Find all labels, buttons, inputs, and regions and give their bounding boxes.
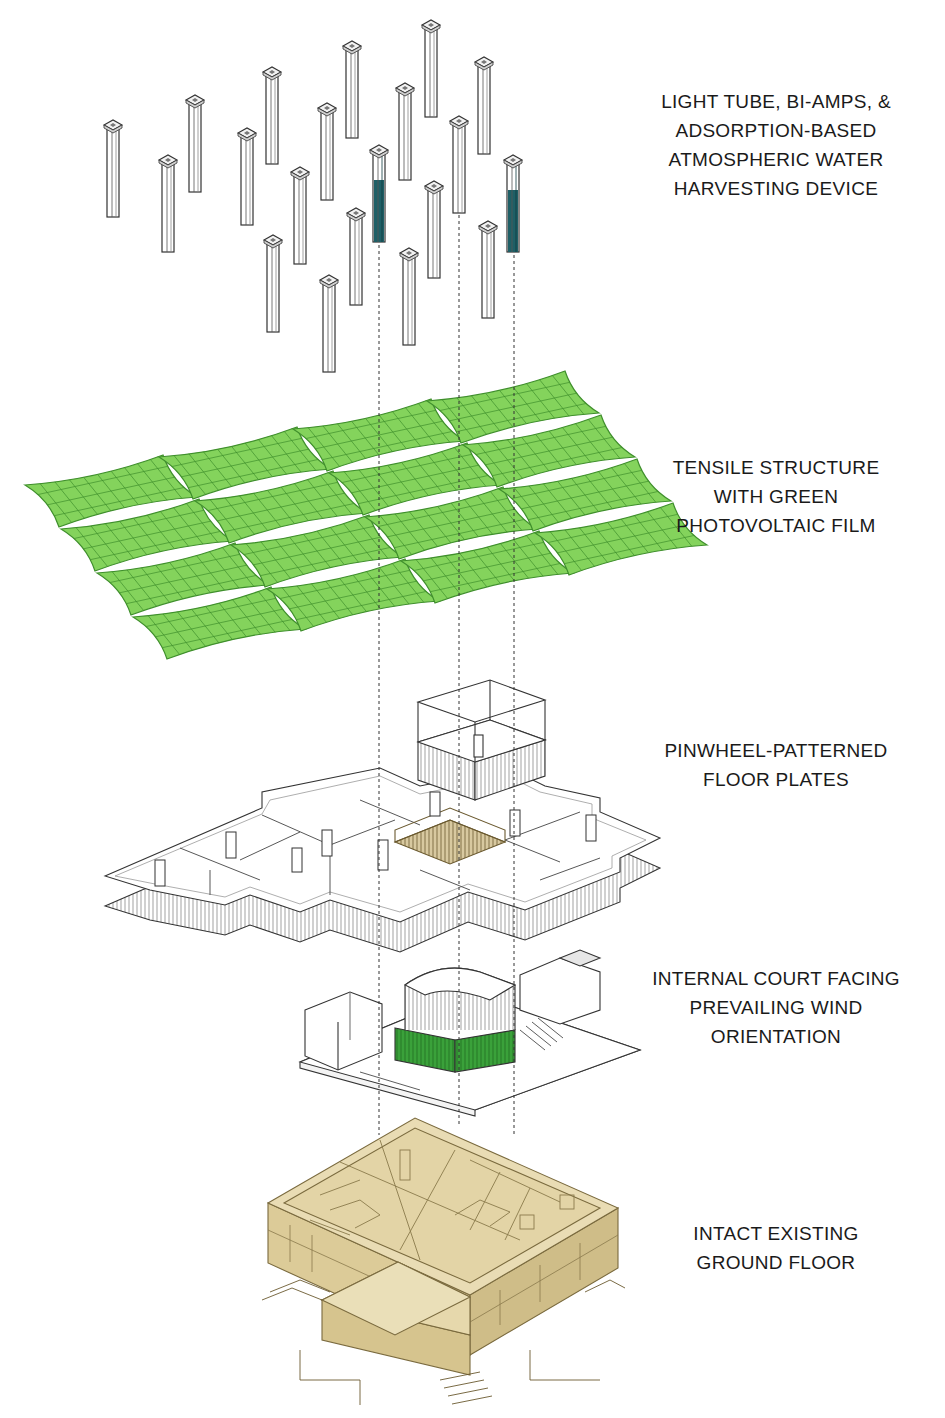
layer-label: TENSILE STRUCTURE WITH GREEN PHOTOVOLTAI…	[651, 453, 901, 540]
alignment-lines	[379, 215, 514, 1135]
tensile-pv-canopy	[25, 371, 707, 659]
layer-label: INTACT EXISTING GROUND FLOOR	[651, 1219, 901, 1277]
layer-label: PINWHEEL-PATTERNED FLOOR PLATES	[651, 736, 901, 794]
layer-label: LIGHT TUBE, BI-AMPS, & ADSORPTION-BASED …	[651, 87, 901, 203]
internal-court-layer	[300, 950, 640, 1116]
pinwheel-floor-plates	[105, 680, 660, 952]
existing-ground-floor	[262, 1118, 625, 1405]
layer-label: INTERNAL COURT FACING PREVAILING WIND OR…	[651, 964, 901, 1051]
